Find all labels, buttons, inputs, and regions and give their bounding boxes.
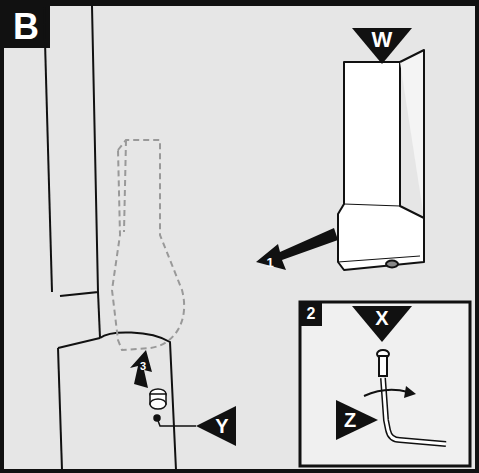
callout-number: 3 (140, 361, 146, 372)
part-letter: X (375, 308, 388, 328)
part-letter: Y (215, 416, 228, 436)
step-letter: B (13, 9, 39, 45)
callout-number: 2 (307, 306, 316, 322)
part-letter: W (372, 29, 393, 51)
callout-number: 1 (266, 256, 273, 269)
part-letter: Z (344, 410, 356, 430)
